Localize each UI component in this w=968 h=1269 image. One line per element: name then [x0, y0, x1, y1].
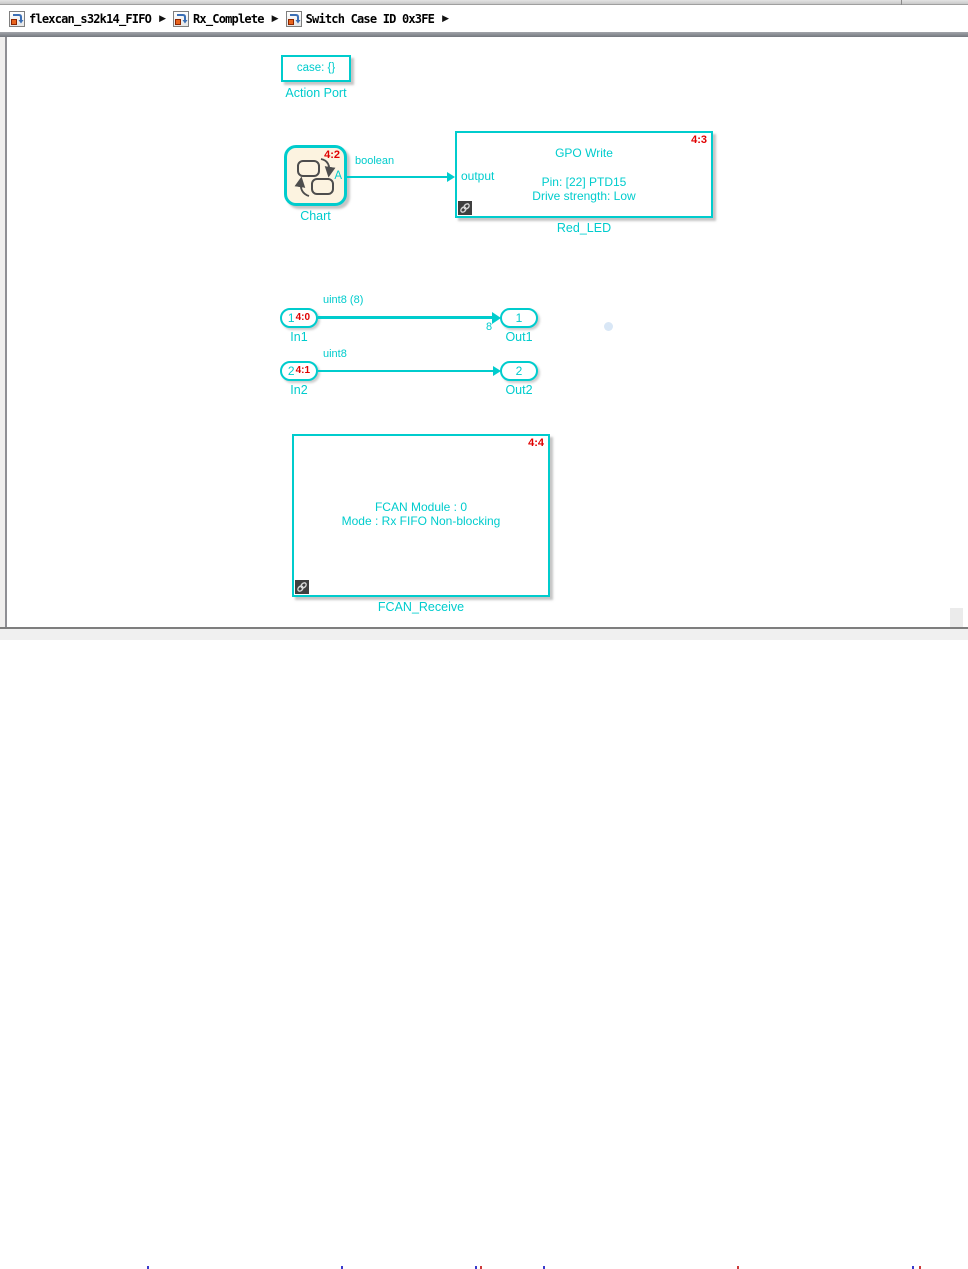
breadcrumb-separator-icon[interactable]: ▶	[442, 13, 450, 23]
inport-number: 2	[287, 364, 295, 378]
gpo-input-port-label: output	[461, 169, 495, 183]
signal-line-uint8[interactable]	[318, 370, 494, 372]
fcan-receive-block[interactable]: 4:4 FCAN Module : 0 Mode : Rx FIFO Non-b…	[292, 434, 550, 597]
signal-label-uint8: uint8	[323, 348, 347, 360]
gpo-write-label: Red_LED	[556, 221, 612, 235]
breadcrumb-label[interactable]: Switch Case ID 0x3FE	[305, 11, 435, 26]
cursor-artifact-dot	[604, 322, 613, 331]
gpo-write-drive-text: Drive strength: Low	[532, 189, 636, 203]
chart-output-port-label: A	[334, 170, 342, 182]
breadcrumb: flexcan_s32k14_FIFO ▶ Rx_Complete ▶ Swit…	[0, 5, 968, 32]
chart-block[interactable]: 4:2 A	[284, 145, 347, 206]
fcan-receive-label: FCAN_Receive	[377, 600, 465, 614]
toolbar-divider-tick	[901, 0, 902, 5]
signal-arrowhead	[447, 172, 455, 182]
signal-label-boolean: boolean	[355, 155, 395, 167]
sample-time-annotation: 4:3	[691, 134, 707, 146]
breadcrumb-item-rx-complete[interactable]: Rx_Complete ▶	[173, 10, 286, 27]
canvas-left-margin	[0, 37, 5, 627]
inport-in1-label: In1	[290, 330, 308, 344]
action-port-label: Action Port	[285, 86, 347, 100]
action-port-text: case: {}	[296, 62, 336, 74]
breadcrumb-separator-icon[interactable]: ▶	[159, 13, 166, 23]
canvas-left-border	[5, 37, 7, 627]
gpo-write-title: GPO Write	[555, 146, 613, 160]
signal-line-uint8-vector[interactable]	[318, 316, 494, 319]
library-link-icon	[458, 201, 472, 215]
sample-time-annotation: 4:0	[295, 312, 311, 323]
stateflow-icon	[294, 158, 336, 197]
breadcrumb-label[interactable]: flexcan_s32k14_FIFO	[29, 11, 152, 26]
signal-arrowhead	[492, 312, 501, 324]
sample-time-annotation: 4:2	[324, 149, 340, 161]
signal-arrowhead	[493, 366, 501, 376]
signal-line-boolean[interactable]	[347, 176, 448, 178]
window-top-strip	[0, 0, 968, 5]
sample-time-annotation: 4:1	[295, 365, 311, 376]
subsystem-icon	[173, 10, 189, 27]
fcan-module-text: FCAN Module : 0	[374, 500, 468, 514]
signal-label-uint8-8: uint8 (8)	[323, 294, 364, 306]
inport-number: 1	[287, 311, 295, 325]
scrollbar-remnant[interactable]	[950, 608, 963, 627]
fcan-mode-text: Mode : Rx FIFO Non-blocking	[341, 514, 501, 528]
outport-out2[interactable]: 2	[500, 361, 538, 381]
breadcrumb-separator-icon[interactable]: ▶	[271, 13, 279, 23]
outport-number: 1	[515, 311, 523, 325]
action-port-block[interactable]: case: {}	[281, 55, 351, 82]
outport-out2-label: Out2	[505, 383, 533, 397]
canvas-bottom-border	[0, 627, 968, 629]
outport-out1[interactable]: 1	[500, 308, 538, 328]
outport-out1-label: Out1	[505, 330, 533, 344]
signal-width-label: 8	[486, 321, 493, 333]
subsystem-icon	[285, 10, 302, 27]
inport-in1[interactable]: 1 4:0	[280, 308, 318, 328]
breadcrumb-item-root[interactable]: flexcan_s32k14_FIFO ▶	[9, 10, 173, 27]
gpo-write-pin-text: Pin: [22] PTD15	[541, 175, 627, 189]
chart-label: Chart	[300, 209, 331, 223]
gpo-write-block[interactable]: 4:3 GPO Write Pin: [22] PTD15 Drive stre…	[455, 131, 713, 218]
breadcrumb-label[interactable]: Rx_Complete	[193, 11, 264, 26]
library-link-icon	[295, 580, 309, 594]
inport-in2[interactable]: 2 4:1	[280, 361, 318, 381]
status-bar-clipped	[0, 629, 968, 1269]
inport-in2-label: In2	[290, 383, 308, 397]
breadcrumb-item-switch-case[interactable]: Switch Case ID 0x3FE ▶	[285, 10, 456, 27]
outport-number: 2	[515, 364, 523, 378]
subsystem-icon	[9, 10, 25, 27]
sample-time-annotation: 4:4	[528, 437, 544, 449]
breadcrumb-divider	[0, 32, 968, 37]
